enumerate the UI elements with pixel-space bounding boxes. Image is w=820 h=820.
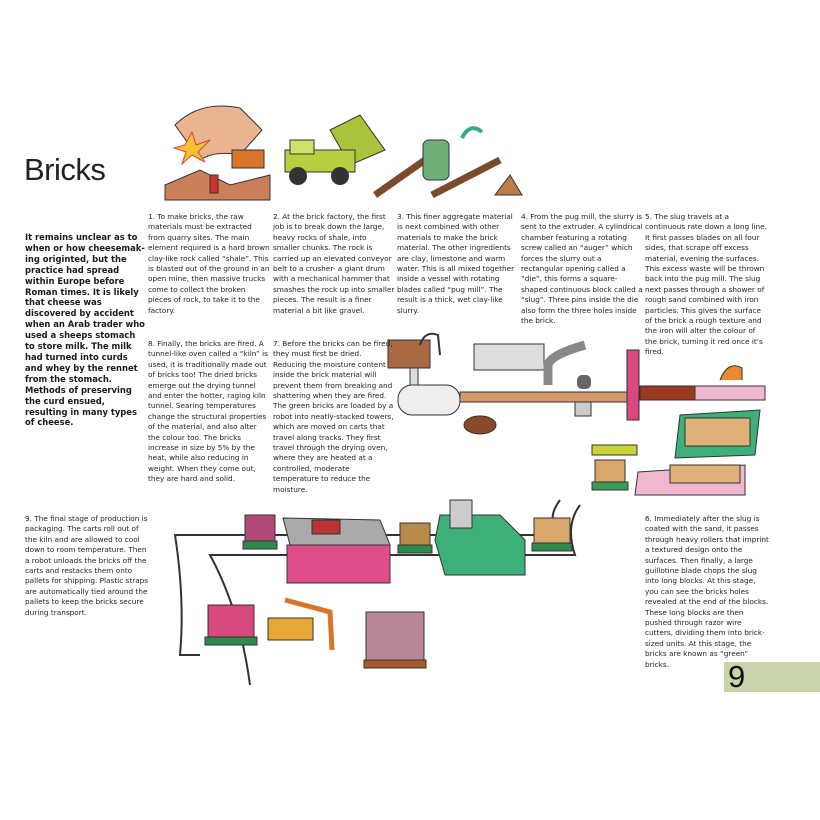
quarry-illustration bbox=[164, 105, 271, 201]
tracks-illustration bbox=[173, 499, 581, 686]
intro-paragraph: It remains unclear as to when or how che… bbox=[25, 232, 145, 428]
page-number-tab: 9 bbox=[724, 659, 820, 694]
step-4-text: 4. From the pug mill, the slurry is sent… bbox=[521, 212, 643, 326]
step-1-text: 1. To make bricks, the raw materials mus… bbox=[148, 212, 270, 315]
production-line-illustration bbox=[387, 332, 766, 496]
dump-truck-illustration bbox=[284, 114, 386, 185]
step-9-text: 9. The final stage of production is pack… bbox=[25, 514, 149, 617]
step-3-text: 3. This finer aggregate material is next… bbox=[397, 212, 515, 315]
step-6-text: 6. Immediately after the slug is coated … bbox=[645, 514, 769, 669]
page-number: 9 bbox=[728, 659, 746, 694]
kiln-dryer-illustration bbox=[204, 499, 573, 669]
step-2-text: 2. At the brick factory, the first job i… bbox=[273, 212, 395, 315]
page-title: Bricks bbox=[24, 152, 106, 187]
step-5-text: 5. The slug travels at a continuous rate… bbox=[645, 212, 767, 357]
step-7-text: 7. Before the bricks can be fired, they … bbox=[273, 339, 394, 494]
crusher-conveyor-illustration bbox=[372, 126, 523, 199]
step-8-text: 8. Finally, the bricks are fired. A tunn… bbox=[148, 339, 268, 484]
